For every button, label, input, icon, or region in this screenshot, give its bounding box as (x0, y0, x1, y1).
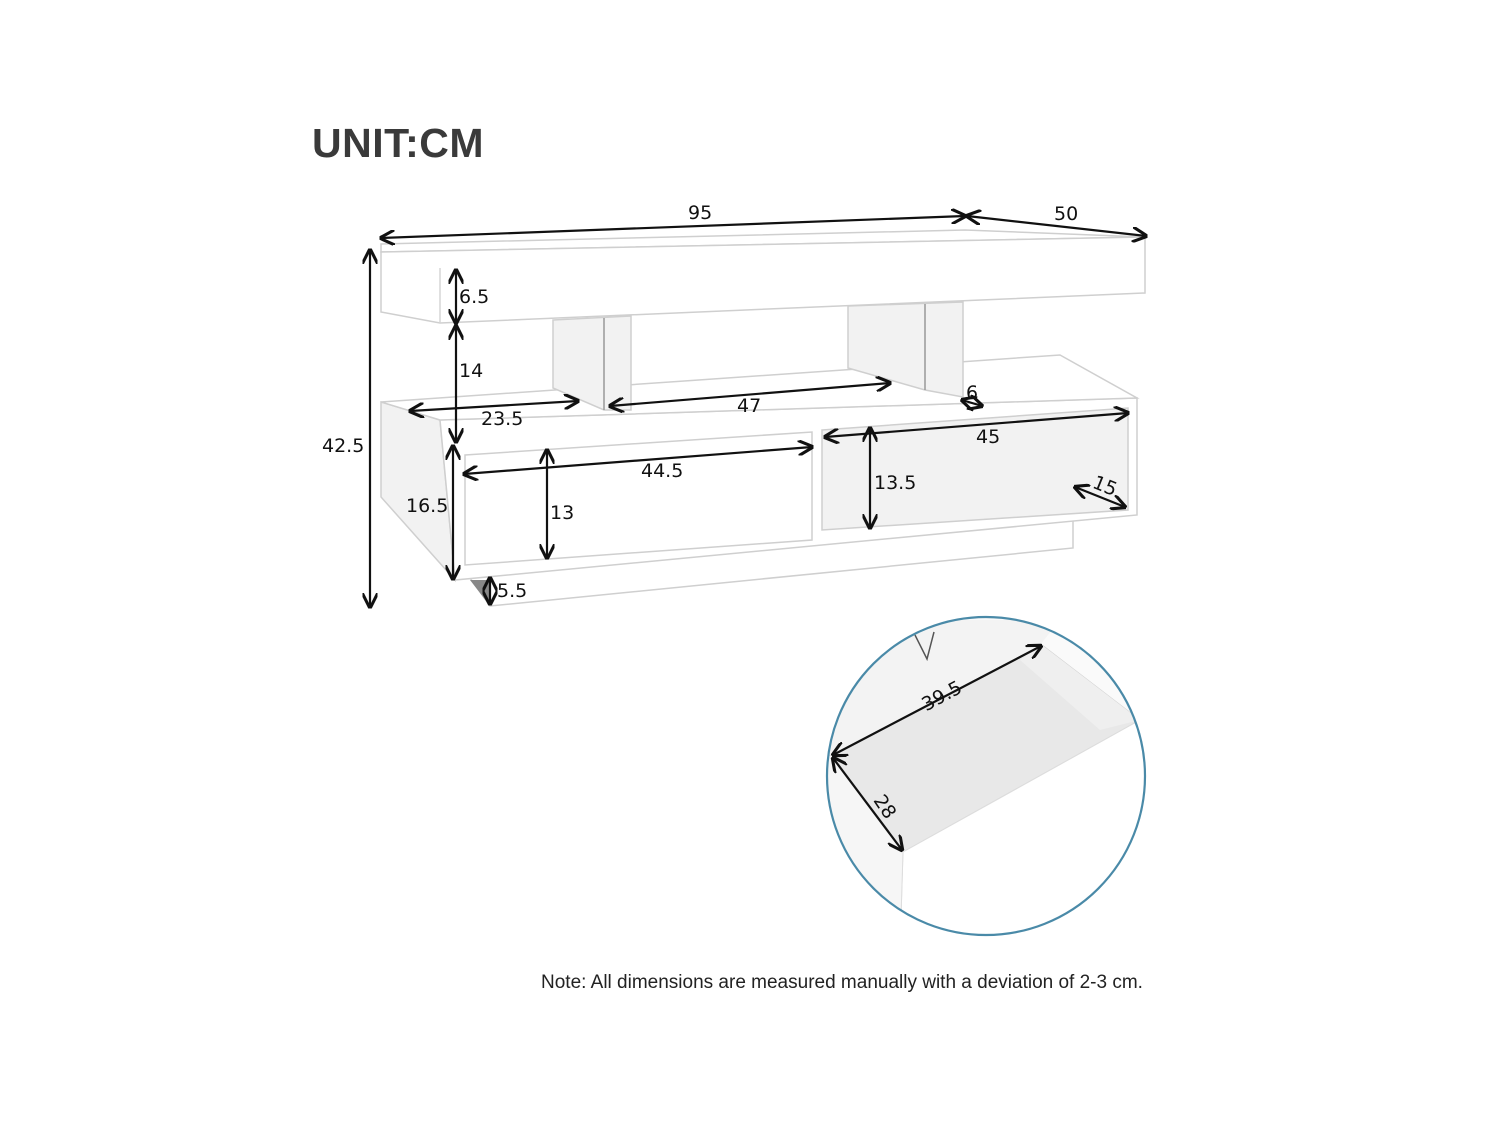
label-drawer-width: 44.5 (641, 460, 683, 482)
dim-line-support (962, 400, 982, 406)
dim-line-drawer-width (464, 447, 812, 474)
dim-line-middle-shelf (610, 383, 890, 406)
dim-line-depth (967, 216, 1146, 236)
detail-circle-border (825, 615, 1147, 937)
label-base-height: 5.5 (497, 580, 527, 602)
label-body-height: 16.5 (406, 495, 448, 517)
drawer-detail-inset: 39.5 28 (825, 615, 1147, 937)
label-length: 95 (688, 202, 712, 224)
dim-line-length (381, 216, 965, 238)
label-middle-shelf: 47 (737, 395, 761, 417)
label-total-height: 42.5 (322, 435, 364, 457)
label-left-shelf: 23.5 (481, 408, 523, 430)
label-compartment-height: 13.5 (874, 472, 916, 494)
label-top-thickness: 6.5 (459, 286, 489, 308)
dim-line-drawer-inner-length (833, 646, 1041, 755)
label-drawer-height: 13 (550, 502, 574, 524)
base-shadow (470, 580, 490, 606)
dim-line-drawer-inner-depth (833, 758, 902, 850)
label-support: 6 (966, 382, 978, 404)
label-compartment-width: 45 (976, 426, 1000, 448)
unit-title: UNIT:CM (312, 120, 485, 166)
support-right (847, 301, 964, 398)
measurement-note: Note: All dimensions are measured manual… (541, 972, 1143, 993)
label-shelf-height: 14 (459, 360, 483, 382)
dim-line-compartment-depth (1075, 487, 1125, 507)
label-depth: 50 (1054, 203, 1078, 225)
dim-line-left-shelf (410, 401, 578, 411)
open-compartment (821, 407, 1129, 531)
top-front (380, 236, 1146, 324)
